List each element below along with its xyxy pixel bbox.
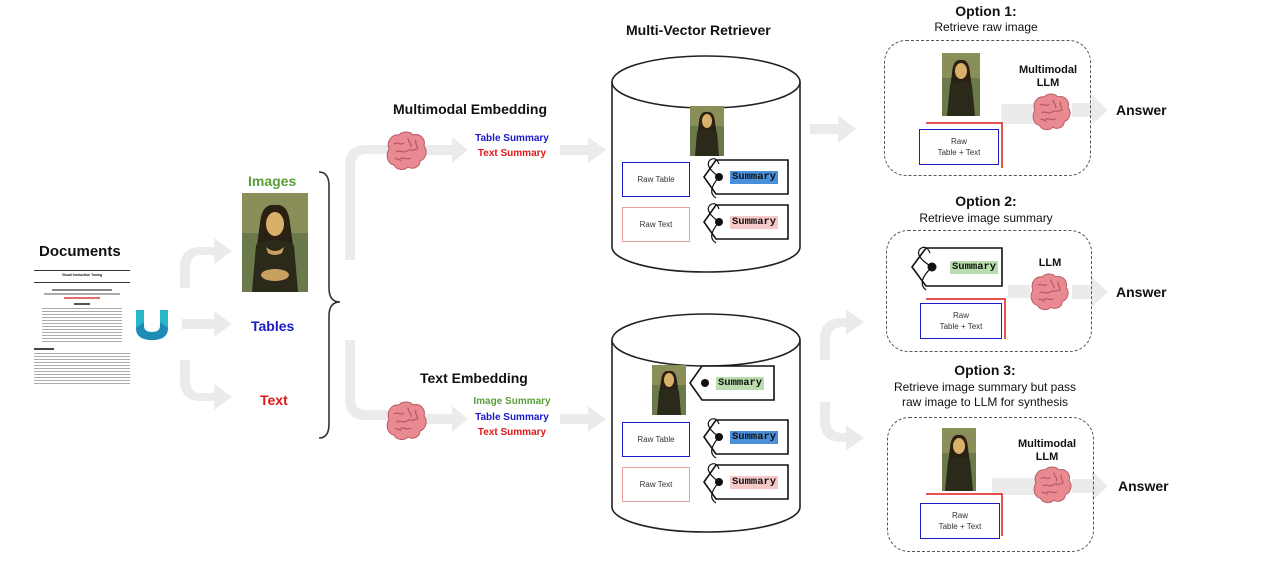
option-1-subtitle: Retrieve raw image bbox=[934, 20, 1038, 34]
summary-text: Summary bbox=[730, 431, 779, 444]
documents-title: Documents bbox=[39, 243, 121, 260]
option-3-title: Option 3: bbox=[954, 362, 1016, 378]
option-3-answer: Answer bbox=[1118, 478, 1169, 494]
option-3-subtitle-line1: Retrieve image summary but pass bbox=[893, 380, 1077, 394]
option-2-raw-box: Raw Table + Text bbox=[920, 303, 1002, 339]
raw-table-box: Raw Table bbox=[622, 422, 690, 457]
multimodal-embedding-title: Multimodal Embedding bbox=[393, 101, 547, 117]
raw-line1: Raw bbox=[951, 511, 968, 520]
option-1-panel bbox=[884, 40, 1091, 176]
option-2-title: Option 2: bbox=[955, 193, 1017, 209]
paper-title: Visual Instruction Tuning bbox=[61, 273, 103, 277]
summary-text: Summary bbox=[730, 476, 779, 489]
raw-line1: Raw bbox=[952, 311, 969, 320]
brain-icon bbox=[386, 401, 427, 441]
summary-text: Summary bbox=[730, 216, 779, 229]
option-3-subtitle-line2: raw image to LLM for synthesis bbox=[901, 395, 1069, 409]
raw-text-box: Raw Text bbox=[622, 467, 690, 502]
summary-text: Summary bbox=[716, 377, 765, 390]
te-table-summary: Table Summary bbox=[475, 412, 549, 423]
raw-line2: Table + Text bbox=[937, 148, 981, 157]
mm-text-summary: Text Summary bbox=[477, 148, 547, 159]
mona-lisa-image bbox=[942, 428, 976, 491]
raw-line1: Raw bbox=[950, 137, 967, 146]
summary-text: Summary bbox=[950, 261, 999, 274]
unstructured-logo-icon bbox=[136, 310, 168, 340]
grouping-brace bbox=[318, 171, 341, 439]
te-image-summary: Image Summary bbox=[473, 396, 551, 407]
te-text-summary: Text Summary bbox=[477, 427, 547, 438]
option-2-subtitle: Retrieve image summary bbox=[919, 211, 1053, 225]
option-3-panel bbox=[887, 417, 1094, 552]
option-1-title: Option 1: bbox=[955, 3, 1017, 19]
summary-tag: Summary bbox=[910, 246, 1004, 291]
summary-tag: Summary bbox=[702, 463, 790, 504]
option-1-llm-line1: Multimodal bbox=[1018, 64, 1078, 76]
mona-lisa-image bbox=[942, 53, 980, 116]
mona-lisa-image bbox=[242, 193, 308, 292]
option-2-llm: LLM bbox=[1038, 257, 1062, 269]
option-1-answer: Answer bbox=[1116, 102, 1167, 118]
option-3-llm-line2: LLM bbox=[1035, 451, 1059, 463]
raw-text-box: Raw Text bbox=[622, 207, 690, 242]
mm-table-summary: Table Summary bbox=[475, 133, 549, 144]
mona-lisa-image bbox=[652, 365, 686, 415]
option-2-panel bbox=[886, 230, 1092, 352]
option-3-llm-line1: Multimodal bbox=[1017, 438, 1077, 450]
option-2-answer: Answer bbox=[1116, 284, 1167, 300]
raw-table-box: Raw Table bbox=[622, 162, 690, 197]
summary-tag: Summary bbox=[702, 158, 790, 199]
retriever-title: Multi-Vector Retriever bbox=[626, 22, 771, 38]
summary-tag: Summary bbox=[688, 364, 776, 404]
summary-tag: Summary bbox=[702, 203, 790, 244]
option-3-raw-box: Raw Table + Text bbox=[920, 503, 1000, 539]
raw-line2: Table + Text bbox=[938, 522, 982, 531]
mona-lisa-image bbox=[690, 106, 724, 156]
text-embedding-title: Text Embedding bbox=[420, 370, 528, 386]
raw-line2: Table + Text bbox=[939, 322, 983, 331]
option-1-llm-line2: LLM bbox=[1036, 77, 1060, 89]
option-1-raw-box: Raw Table + Text bbox=[919, 129, 999, 165]
summary-tag: Summary bbox=[702, 418, 790, 459]
images-label: Images bbox=[248, 173, 297, 189]
brain-icon bbox=[386, 131, 427, 171]
text-label: Text bbox=[260, 392, 288, 408]
paper-thumbnail: Visual Instruction Tuning bbox=[34, 270, 130, 388]
tables-label: Tables bbox=[251, 318, 295, 334]
summary-text: Summary bbox=[730, 171, 779, 184]
